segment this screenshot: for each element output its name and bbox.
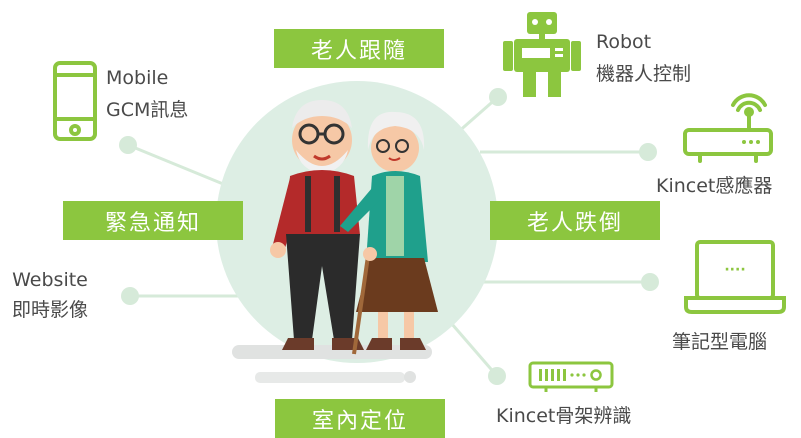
mobile-label-line1: Mobile <box>106 67 169 89</box>
website-label: Website 即時影像 <box>12 268 88 322</box>
elderly-woman-figure <box>340 111 438 355</box>
label-elderly-following: 老人跟隨 <box>274 29 444 68</box>
connector-dot-kinect-sensor <box>639 143 657 161</box>
laptop-screen-dots: ···· <box>724 262 745 278</box>
label-indoor-positioning-text: 室內定位 <box>311 408 408 434</box>
kinect-skeleton-label: Kincet骨架辨識 <box>496 405 632 427</box>
connector-dot-kinect-skeleton <box>488 367 506 385</box>
connector-dot-mobile <box>119 136 137 154</box>
kinect-sensor-label: Kincet感應器 <box>656 175 773 197</box>
elderly-man-figure <box>270 100 364 350</box>
mobile-label: Mobile GCM訊息 <box>106 66 188 122</box>
label-indoor-positioning: 室內定位 <box>275 399 445 438</box>
label-elderly-following-text: 老人跟隨 <box>310 38 407 64</box>
label-emergency-notification: 緊急通知 <box>63 201 243 240</box>
robot-label-line2: 機器人控制 <box>596 63 692 85</box>
label-elderly-fall: 老人跌倒 <box>490 201 660 240</box>
connector-dot-website <box>121 287 139 305</box>
label-emergency-notification-text: 緊急通知 <box>104 210 201 236</box>
website-label-line1: Website <box>12 269 88 291</box>
connector-dot-laptop <box>641 273 659 291</box>
mobile-label-line2: GCM訊息 <box>106 99 189 121</box>
label-elderly-fall-text: 老人跌倒 <box>526 210 623 236</box>
connector-dot-robot <box>489 88 507 106</box>
laptop-label: 筆記型電腦 <box>672 331 768 353</box>
website-label-line2: 即時影像 <box>12 299 89 321</box>
robot-label-line1: Robot <box>596 31 652 53</box>
robot-label: Robot 機器人控制 <box>596 30 691 86</box>
